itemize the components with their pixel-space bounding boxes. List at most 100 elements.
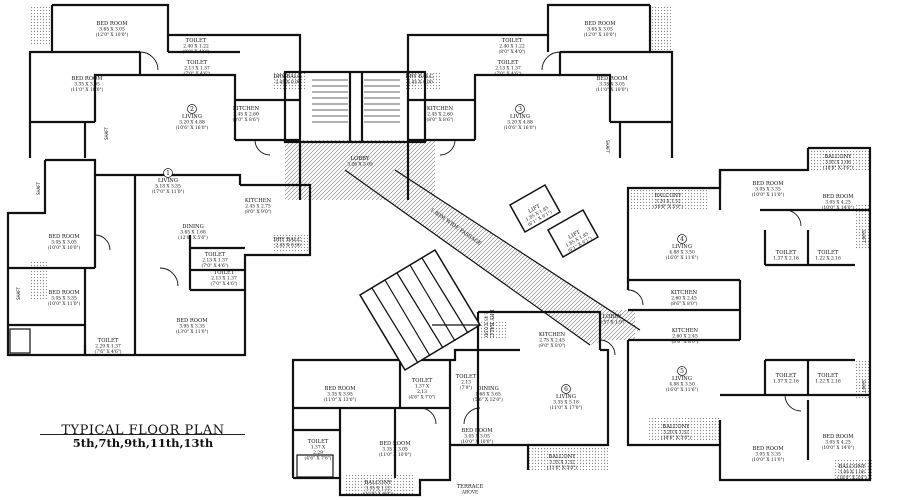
balcony-hatch	[648, 418, 720, 442]
room-label: DRY BALC.2.45 X 0.90	[273, 74, 303, 86]
room-dimension: 3.35 X 1.22	[365, 487, 391, 492]
plan-floors: 5th,7th,9th,11th,13th	[72, 436, 214, 450]
room-dimension: (7'6" X 4'6")	[95, 350, 122, 355]
room-dimension: (7'0")	[460, 386, 473, 391]
room-dimension: (17'0" X 11'0")	[152, 190, 185, 195]
room-dimension: (10'6" X 16'0")	[504, 126, 537, 131]
dry-balcony-hatch	[272, 235, 308, 253]
room-name: BED ROOM	[48, 234, 80, 240]
svg-text:SHAFT: SHAFT	[36, 181, 41, 195]
room-name: BALCONY	[824, 154, 852, 160]
room-dimension: (7'0" X 4'6")	[202, 264, 229, 269]
shaft-hatch	[30, 5, 52, 45]
room-dimension: 2.13	[461, 381, 471, 386]
room-name: TOILET	[187, 60, 208, 66]
room-dimension: (10'6" X 5'0")	[661, 436, 691, 441]
room-dimension: 2.29 X 1.37	[95, 345, 121, 350]
room-dimension: (11'0" X 10'0")	[379, 453, 412, 458]
room-dimension: 4.88 X 3.50	[669, 251, 695, 256]
room-name: LIVING	[672, 244, 692, 250]
room-dimension: 2.45 X 0.90	[483, 311, 488, 337]
room-dimension: 3.95 X 3.35	[179, 325, 205, 330]
room-name: TOILET	[818, 373, 839, 379]
room-dimension: (7'0" X 4'6")	[211, 282, 238, 287]
unit-number-circle	[561, 384, 571, 394]
room-dimension: 2.45 X 2.60	[233, 113, 259, 118]
room-dimension: 3.35 X 3.05	[74, 83, 100, 88]
room-dimension: 3.20 X 4.88	[179, 121, 205, 126]
room-name: LIVING	[182, 114, 202, 120]
room-dimension: 3.05 X 1.06	[825, 161, 851, 166]
lobby-stairs	[312, 79, 400, 123]
doors	[94, 51, 802, 425]
room-name: DINING	[182, 224, 203, 230]
room-dimension: 2.60 X 2.45	[671, 297, 697, 302]
room-name: TOILET	[498, 60, 519, 66]
room-name: LOBBY	[351, 156, 370, 162]
room-dimension: 3.35 X 3.05	[382, 448, 408, 453]
room-name: LIVING	[672, 376, 692, 382]
room-dimension: ABOVE	[461, 491, 478, 496]
room-dimension: 3.05 X 4.25	[825, 441, 851, 446]
room-name: BALCONY	[548, 454, 576, 460]
side-tags: SHAFT SHAFT SHAFT SHAFT SHAFT SHAFT	[16, 126, 866, 393]
room-dimension: 3.05 X 4.25	[825, 201, 851, 206]
title-underline	[40, 434, 245, 435]
room-name: TOILET	[214, 270, 235, 276]
room-dimension: 2.29	[313, 451, 323, 456]
room-name: LIVING	[158, 178, 178, 184]
room-dimension: 2.60 X 2.45	[672, 335, 698, 340]
room-name: TOILET	[205, 252, 226, 258]
dry-balcony-hatch	[405, 72, 440, 90]
room-dimension: 5.18 X 3.35	[155, 185, 181, 190]
hatched-areas	[30, 5, 873, 495]
room-dimension: (10'0" X 11'0")	[48, 302, 81, 307]
room-name: LIVING	[556, 394, 576, 400]
room-name: DRY BALC.	[405, 74, 435, 80]
room-dimension: 2.13 X 1.37	[184, 67, 210, 72]
room-dimension: (10'0" X 10'0")	[48, 246, 81, 251]
room-name: BED ROOM	[461, 428, 493, 434]
room-dimension: 3.26 X 3.05	[347, 163, 373, 168]
unit-number: 4	[680, 236, 684, 243]
room-name: TOILET	[776, 373, 797, 379]
svg-text:SHAFT: SHAFT	[861, 380, 866, 394]
room-dimension: (10'0" X 14'0")	[822, 206, 855, 211]
passage-area	[345, 170, 640, 345]
room-name: BED ROOM	[822, 194, 854, 200]
room-name: DRY BALC.	[273, 74, 303, 80]
unit-number: 6	[564, 386, 568, 393]
room-dimension: (8'6" X 8'0")	[672, 340, 699, 345]
room-dimension: 2.45 X 2.60	[427, 113, 453, 118]
room-dimension: 2.13 X 1.37	[211, 277, 237, 282]
room-name: BALCONY	[838, 464, 866, 470]
room-dimension: (10'6" X 16'0")	[176, 126, 209, 131]
svg-text:SHAFT: SHAFT	[104, 126, 109, 140]
unit-number: 5	[680, 368, 684, 375]
room-dimension: (8'0" X 8'6")	[233, 118, 260, 123]
